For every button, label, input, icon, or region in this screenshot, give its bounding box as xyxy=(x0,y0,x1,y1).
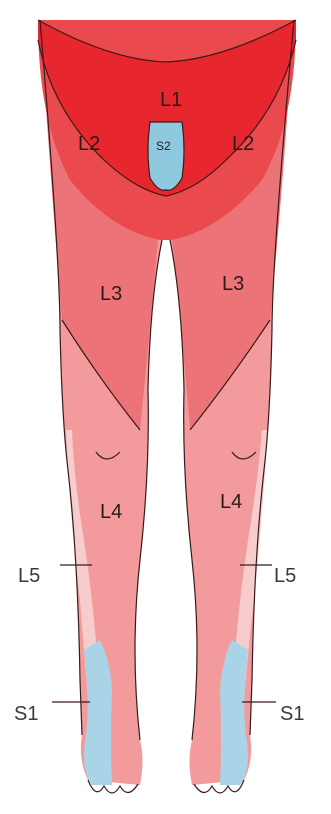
label-l2-left: L2 xyxy=(78,133,100,155)
label-l5-left: L5 xyxy=(18,565,40,587)
label-s2: S2 xyxy=(156,139,171,153)
label-l3-left: L3 xyxy=(100,283,122,305)
label-l1: L1 xyxy=(160,89,182,111)
label-l5-right: L5 xyxy=(274,565,296,587)
label-l3-right: L3 xyxy=(222,273,244,295)
region-s1-left xyxy=(84,640,112,785)
label-l2-right: L2 xyxy=(232,133,254,155)
label-l4-right: L4 xyxy=(220,491,242,513)
label-s1-left: S1 xyxy=(14,703,38,725)
label-s1-right: S1 xyxy=(280,703,304,725)
label-l4-left: L4 xyxy=(100,501,122,523)
region-s2 xyxy=(148,122,184,190)
region-s1-right xyxy=(220,640,248,785)
